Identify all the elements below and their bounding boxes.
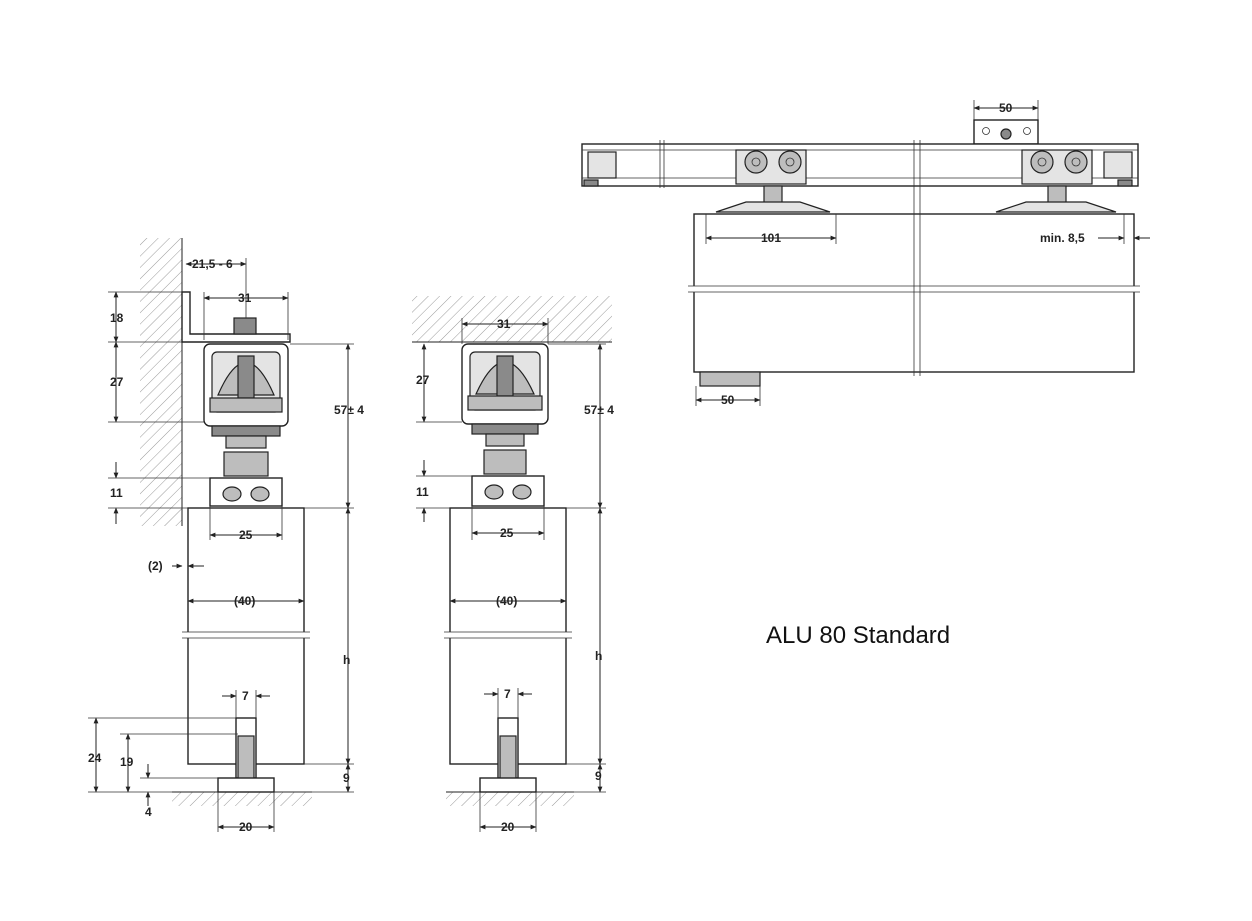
floor-guide <box>699 371 761 387</box>
left-dim-9: 9 <box>343 771 350 785</box>
middle-dim-h: h <box>595 649 602 663</box>
end-stopper-left <box>587 151 617 179</box>
floor-guide <box>217 777 275 793</box>
left-dim-track-height: 27 <box>110 375 124 389</box>
middle-dim-guide-slot: 7 <box>504 687 511 701</box>
hanger-plate-right <box>995 201 1117 213</box>
middle-dim-9: 9 <box>595 769 602 783</box>
left-dim-track-width: 31 <box>238 291 252 305</box>
left-dim-plate: 25 <box>239 528 253 542</box>
front-dim-bracket-top: 50 <box>999 101 1013 115</box>
left-dim-4: 4 <box>145 805 152 819</box>
hanger-plate <box>209 477 283 507</box>
middle-dim-door: (40) <box>496 594 517 608</box>
floor-hatch <box>446 792 574 806</box>
left-dim-hanger: 11 <box>110 486 123 500</box>
floor-hatch <box>172 792 312 806</box>
left-dim-gap: (2) <box>148 559 163 573</box>
left-dim-h: h <box>343 653 350 667</box>
ceiling-hatch <box>412 296 612 342</box>
left-dim-19: 19 <box>120 755 134 769</box>
left-dim-guide-slot: 7 <box>242 689 249 703</box>
hanger-plate <box>471 475 545 507</box>
front-elevation-view: 50 101 min. 8,5 50 <box>581 100 1150 407</box>
hanger-plate-left <box>715 201 831 213</box>
front-dim-min: min. 8,5 <box>1040 231 1085 245</box>
middle-dim-guide-width: 20 <box>501 820 515 834</box>
middle-dim-total: 57± 4 <box>584 403 614 417</box>
left-dim-24: 24 <box>88 751 102 765</box>
middle-section-view: 31 27 57± 4 11 25 (40) h 9 7 20 <box>412 296 614 834</box>
wall-hatch <box>140 238 182 526</box>
drawing-title: ALU 80 Standard <box>766 622 950 649</box>
left-dim-total: 57± 4 <box>334 403 364 417</box>
middle-dim-track-height: 27 <box>416 373 430 387</box>
middle-dim-plate: 25 <box>500 526 514 540</box>
left-dim-offset: 21,5 - 6 <box>192 257 233 271</box>
left-dim-bracket: 18 <box>110 311 124 325</box>
end-stopper-right <box>1103 151 1133 179</box>
bracket-nut <box>233 317 257 335</box>
middle-dim-hanger: 11 <box>416 485 429 499</box>
left-section-view: 21,5 - 6 31 18 27 57± 4 11 25 (2) (40) <box>88 238 364 834</box>
front-dim-101: 101 <box>761 231 781 245</box>
left-dim-guide-width: 20 <box>239 820 253 834</box>
left-dim-door: (40) <box>234 594 255 608</box>
floor-guide <box>479 777 537 793</box>
front-dim-guide-bottom: 50 <box>721 393 735 407</box>
middle-dim-track-width: 31 <box>497 317 511 331</box>
